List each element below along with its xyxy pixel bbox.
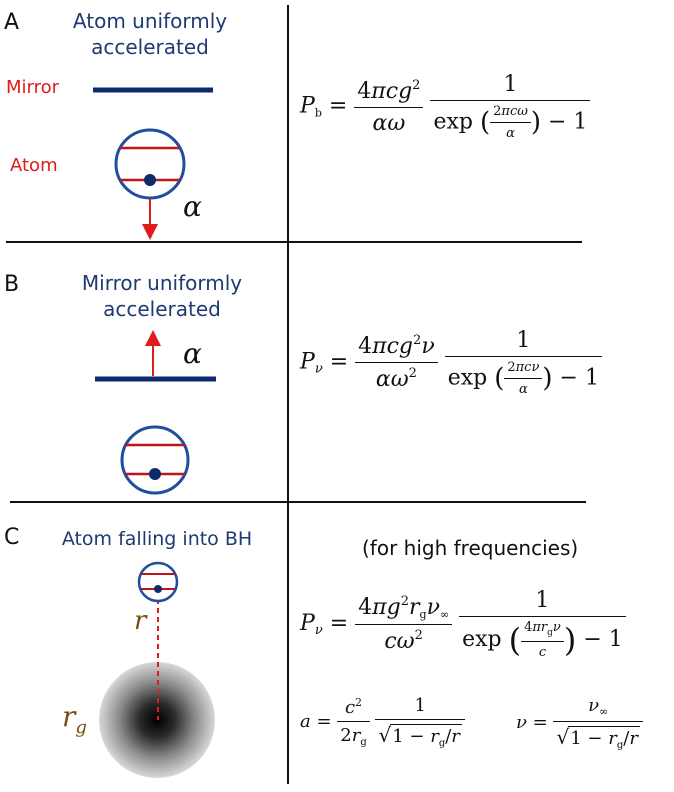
panel-a-title-line2: accelerated	[91, 35, 209, 59]
atom-icon-b	[120, 425, 190, 495]
panel-b-diagram	[95, 330, 216, 495]
panel-a-letter: A	[4, 10, 20, 35]
atom-label: Atom	[10, 155, 58, 176]
alpha-symbol-a: α	[183, 190, 202, 223]
r-label: r	[134, 606, 147, 636]
panel-c-diagram	[99, 561, 215, 778]
atom-icon-a	[114, 128, 186, 200]
panel-c-title: Atom falling into BH	[61, 528, 253, 550]
panel-a-title: Atom uniformly accelerated	[40, 8, 260, 60]
alpha-symbol-b: α	[183, 337, 202, 370]
atom-icon-c	[137, 561, 179, 603]
mirror-label: Mirror	[6, 77, 60, 98]
panel-b-title: Mirror uniformly accelerated	[52, 270, 272, 322]
high-frequency-note: (for high frequencies)	[362, 536, 579, 560]
rg-label-sub: g	[75, 717, 87, 738]
rg-label-main: r	[62, 700, 76, 733]
panel-c-letter: C	[4, 525, 20, 550]
rg-label: rg	[62, 700, 87, 738]
panel-b-letter: B	[4, 272, 20, 297]
panel-b-title-line2: accelerated	[103, 297, 221, 321]
panel-a-title-line1: Atom uniformly	[72, 9, 228, 33]
formula-c-frequency: ν = ν∞√1 − rg/r	[516, 695, 643, 751]
panel-a-diagram	[93, 87, 213, 240]
panel-b-title-line1: Mirror uniformly	[81, 271, 243, 295]
